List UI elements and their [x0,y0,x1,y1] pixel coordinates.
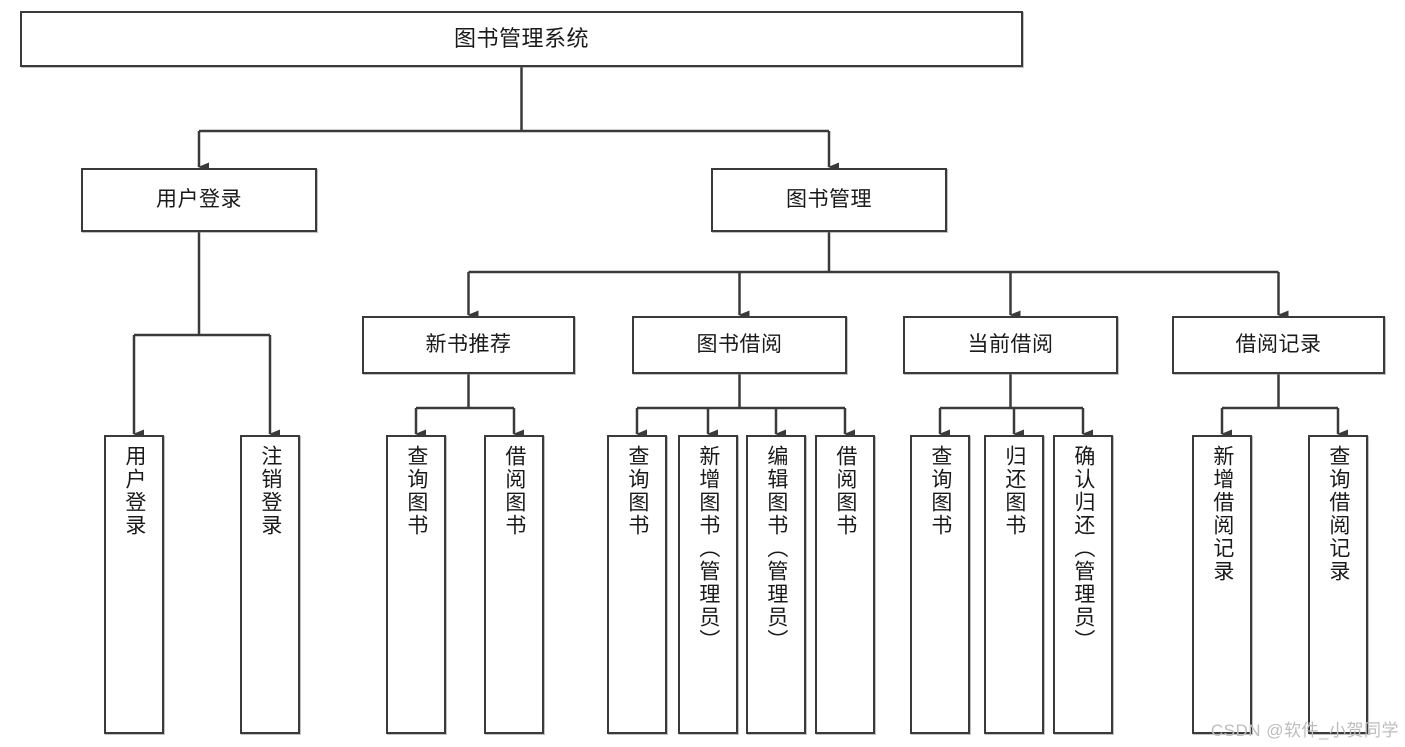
node-leaf-confirm-return[interactable]: 确认归还（管理员） [1053,435,1113,734]
node-label: 借阅图书 [502,445,526,537]
node-label: 用户登录 [156,187,242,211]
node-label: 注销登录 [258,445,282,537]
node-borrow-record[interactable]: 借阅记录 [1172,316,1385,374]
node-label: 新增图书（管理员） [696,445,720,652]
node-leaf-add-book[interactable]: 新增图书（管理员） [678,435,738,734]
node-leaf-user-login[interactable]: 用户登录 [104,435,164,734]
node-label: 新书推荐 [425,332,512,356]
node-current-borrow[interactable]: 当前借阅 [903,316,1118,374]
node-label: 新增借阅记录 [1210,445,1234,583]
node-leaf-query-record[interactable]: 查询借阅记录 [1308,435,1368,734]
node-label: 归还图书 [1002,445,1026,537]
watermark-text: CSDN @软件_小贺同学 [1210,721,1399,740]
node-label: 查询图书 [928,445,952,537]
node-leaf-query-book-1[interactable]: 查询图书 [386,435,446,734]
node-label: 查询图书 [625,445,649,537]
node-leaf-query-book-3[interactable]: 查询图书 [910,435,970,734]
node-leaf-return-book[interactable]: 归还图书 [984,435,1044,734]
node-label: 图书管理 [786,187,872,211]
node-label: 确认归还（管理员） [1071,445,1095,652]
node-book-manage[interactable]: 图书管理 [711,168,947,232]
node-leaf-edit-book[interactable]: 编辑图书（管理员） [746,435,806,734]
node-label: 借阅图书 [833,445,857,537]
node-label: 查询借阅记录 [1326,445,1350,583]
node-leaf-borrow-book-1[interactable]: 借阅图书 [484,435,544,734]
node-leaf-user-logout[interactable]: 注销登录 [240,435,300,734]
node-leaf-borrow-book-2[interactable]: 借阅图书 [815,435,875,734]
node-label: 借阅记录 [1235,332,1322,356]
node-label: 图书管理系统 [453,26,589,52]
node-leaf-add-record[interactable]: 新增借阅记录 [1192,435,1252,734]
node-label: 图书借阅 [696,332,783,356]
node-new-book-rec[interactable]: 新书推荐 [362,316,575,374]
node-label: 编辑图书（管理员） [764,445,788,652]
node-label: 当前借阅 [967,332,1054,356]
node-leaf-query-book-2[interactable]: 查询图书 [607,435,667,734]
node-label: 用户登录 [122,445,146,537]
node-root[interactable]: 图书管理系统 [20,11,1023,67]
node-label: 查询图书 [404,445,428,537]
edge-group [132,67,1348,439]
node-book-borrow[interactable]: 图书借阅 [632,316,847,374]
node-user-login[interactable]: 用户登录 [81,168,317,232]
